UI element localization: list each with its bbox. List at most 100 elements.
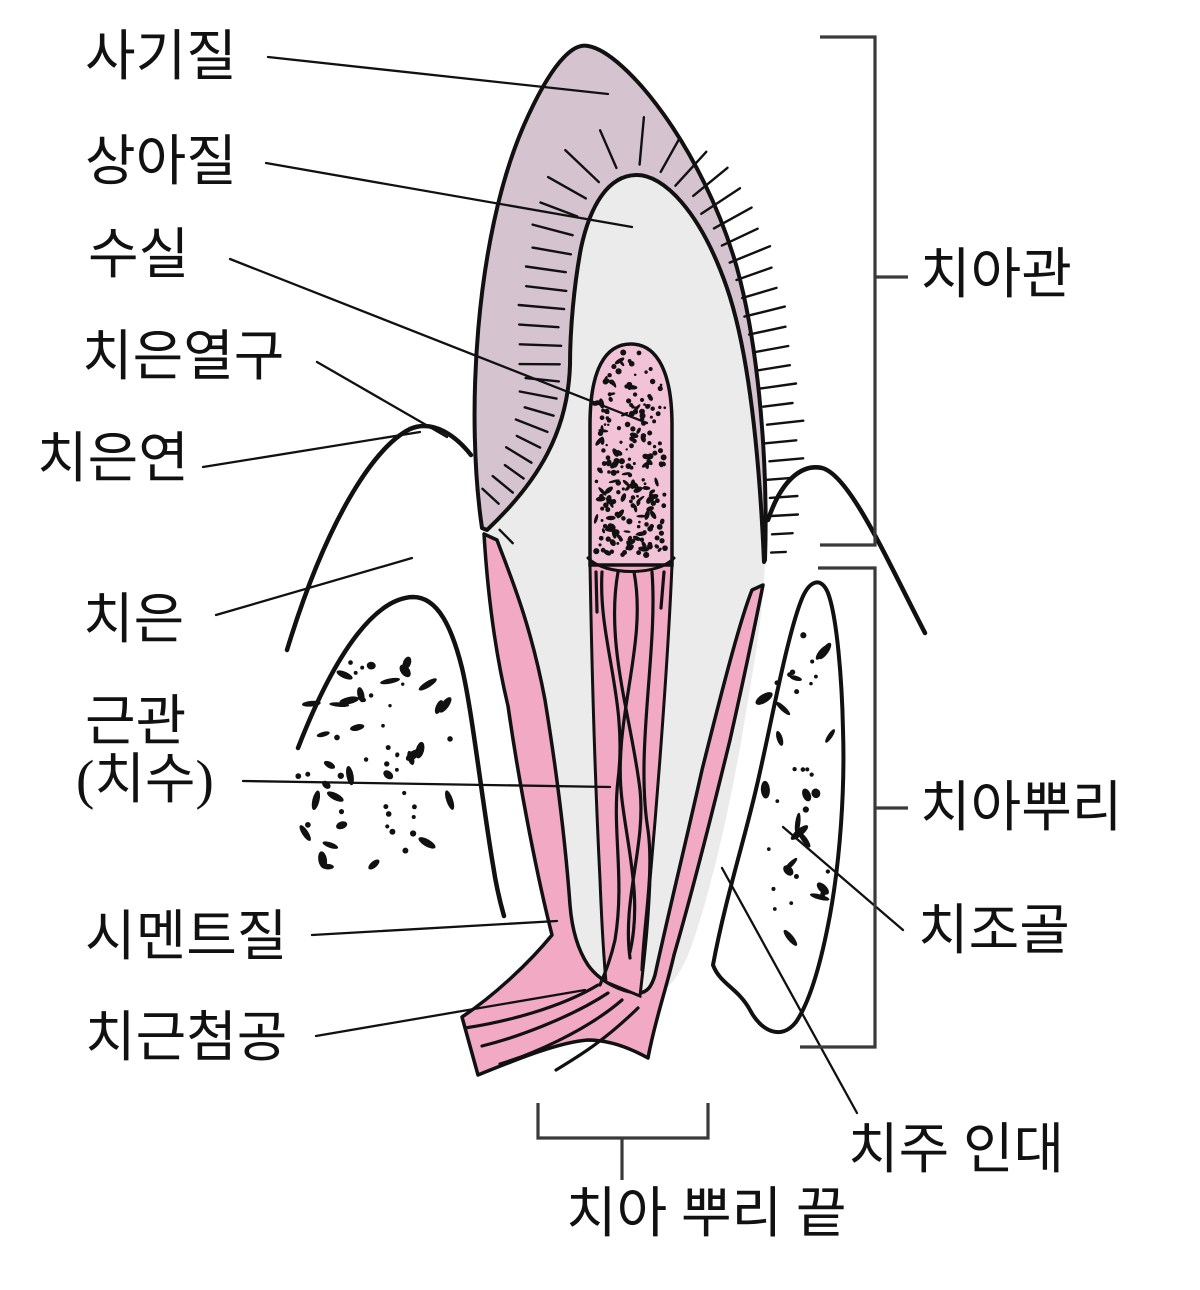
enamel-hatch-line [762,439,798,445]
stipple-dot [632,461,636,466]
stipple-dot [810,659,815,664]
stipple-dot [641,478,645,482]
stipple-dot [605,378,610,384]
gingiva-outlines [284,423,928,919]
enamel-hatch-line [518,343,563,347]
stipple-dot [656,523,663,530]
label-alveolar-bone: 치조골 [918,900,1070,961]
stipple-dot [654,535,660,541]
stipple-dot [800,632,807,639]
enamel-hatch-line [674,150,708,187]
stipple-dot [657,547,662,552]
stipple-dot [402,790,407,796]
enamel-hatch-line [692,166,729,198]
stipple-dot [776,730,784,746]
stipple-dot [384,761,390,767]
stipple-dot [647,404,651,408]
fan-strand [463,983,600,1030]
stipple-dot [815,645,828,660]
stipple-dot [606,411,610,415]
stipple-dot [648,395,653,401]
stipple-dot [605,515,616,521]
pulp-chamber-leader [228,257,649,425]
stipple-dot [755,692,773,705]
root-apex-bracket [536,1103,710,1140]
stipple-dot [614,511,620,517]
stipple-dot [650,406,655,411]
stipple-dot [620,349,627,356]
stipple-dot [636,494,639,498]
stipple-dot [631,405,635,409]
stipple-dot [657,385,663,392]
stipple-dot [299,825,311,841]
stipple-dot [598,535,604,541]
stipple-dot [657,448,664,454]
label-root-canal-line1: 근관 [85,691,186,752]
stipple-dot [630,495,636,500]
stipple-dot [599,415,605,421]
stipple-dot [604,486,614,494]
stipple-dot [636,427,641,434]
enamel-hatch-line [659,136,682,174]
stipple-dot [613,531,619,535]
stipple-dot [636,350,642,356]
stipple-dot [620,493,627,502]
canal-strand [598,570,622,987]
stipple-dot [652,444,657,449]
stipple-dot [775,799,780,803]
stipple-dot [620,465,624,469]
enamel-hatch-line [770,513,800,518]
enamel-hatch-line [762,401,794,408]
fan-strand [480,991,610,1048]
stipple-dot [654,544,660,549]
stipple-dot [395,753,399,758]
stipple-dot [381,723,385,728]
enamel-hatch-line [741,286,778,300]
labels: 사기질 상아질 수실 치은열구 치은연 치은 근관 (치수) 시멘트질 치근첨공… [37,26,1122,1244]
stipple-dot [402,656,412,670]
stipple-dot [632,392,638,397]
stipple-dot [445,790,455,810]
stipple-dot [639,397,645,403]
stipple-dot [783,929,798,946]
stipple-dot [784,857,798,872]
stipple-dot [418,678,437,691]
stipple-dot [649,378,656,385]
label-periodontal-ligament: 치주 인대 [848,1119,1064,1180]
stipple-dot [628,360,635,367]
stipple-dot [614,357,625,365]
stipple-dot [626,381,633,388]
stipple-dot [654,498,660,504]
stipple-dot [625,543,632,551]
stipple-dot [646,506,654,512]
stipple-dot [385,824,390,829]
enamel-hatch-line [768,494,799,500]
stipple-dot [775,701,791,716]
stipple-dot [816,882,829,895]
stipple-dot [616,426,622,431]
stipple-dot [623,530,631,533]
stipple-dot [615,368,622,375]
stipple-dot [605,455,611,461]
stipple-dot [611,498,617,505]
left-alveolar-bone-stipple [295,656,455,870]
enamel-hatch-line [765,419,805,426]
stipple-dot [394,767,399,772]
cementum-shape [460,532,765,1077]
stipple-dot [629,443,634,449]
stipple-dot [618,458,625,465]
stipple-dot [660,454,667,461]
stipple-dot [316,731,330,738]
stipple-dot [606,459,612,467]
stipple-dot [598,543,602,547]
stipple-dot [302,700,321,707]
stipple-dot [380,677,400,685]
stipple-dot [346,766,354,786]
stipple-dot [622,550,628,555]
stipple-dot [409,830,417,837]
stipple-dot [598,487,607,496]
right-alveolar-bone-outline [711,580,846,1034]
stipple-dot [605,443,608,447]
cementum-leader [310,919,559,937]
